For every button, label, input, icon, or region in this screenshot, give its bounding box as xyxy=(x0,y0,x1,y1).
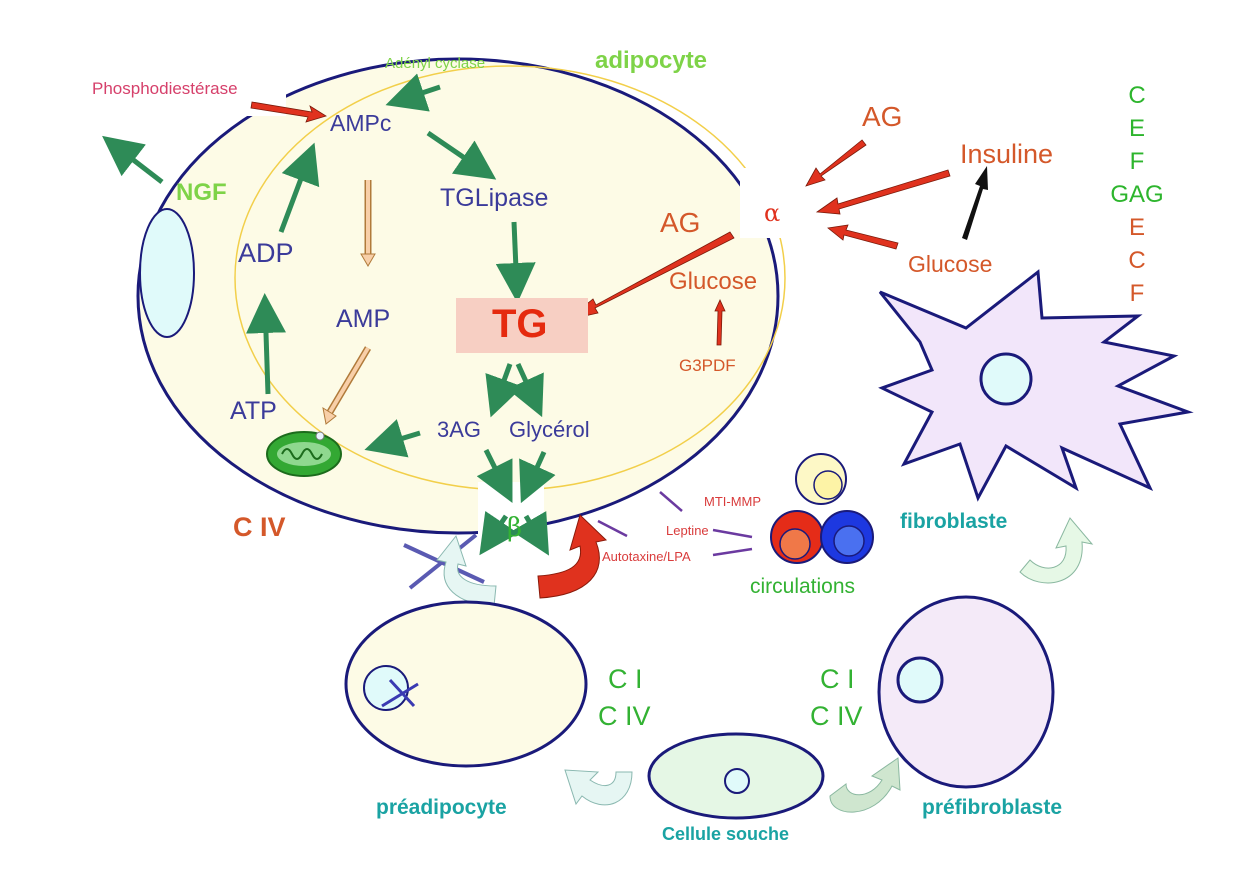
phosphodiesterase-label: Phosphodiestérase xyxy=(92,79,238,98)
arrow-beta-out-left xyxy=(479,510,519,556)
arrow-ampc-to-tglipase xyxy=(426,130,497,180)
glycerol-label: Glycérol xyxy=(509,417,590,442)
ci-right-label: C I xyxy=(820,664,855,694)
arrow-3ag-to-mito xyxy=(364,419,421,458)
tg-label: TG xyxy=(492,302,548,346)
prefibroblaste-label: préfibroblaste xyxy=(922,796,1063,819)
arrow-ag-outer-to-alpha xyxy=(805,139,867,187)
civ-left-label: C IV xyxy=(598,701,651,731)
arrow-glycerol-to-beta xyxy=(519,450,556,504)
c-iv-main-label: C IV xyxy=(233,512,286,542)
arrow-adp-to-ampc xyxy=(278,142,320,233)
preadipocyte-nucleus xyxy=(363,665,409,711)
arrow-tg-to-3ag xyxy=(485,363,524,418)
fibroblaste-nucleus xyxy=(979,352,1033,406)
cellule-souche-label: Cellule souche xyxy=(662,824,790,844)
preadipocyte-cell xyxy=(344,600,588,768)
circulation-cells xyxy=(770,453,874,564)
side-list-item: E xyxy=(1128,115,1145,142)
g3pdf-label: G3PDF xyxy=(679,356,736,375)
arrow-atp-to-adp xyxy=(245,293,286,395)
prefibroblaste-nucleus xyxy=(896,656,944,704)
beta-receptor-label: β xyxy=(507,513,523,543)
arrow-glucose-to-insuline xyxy=(962,166,988,240)
tglipase-label: TGLipase xyxy=(440,184,549,212)
glucose-inner-label: Glucose xyxy=(669,268,758,295)
civ-right-label: C IV xyxy=(810,701,863,731)
insuline-label: Insuline xyxy=(960,139,1054,169)
circulations-label: circulations xyxy=(750,575,856,598)
curved-arrow-to-prefibroblaste xyxy=(829,757,901,813)
autotaxine-lpa-label: Autotaxine/LPA xyxy=(602,549,691,564)
mitochondrion-icon xyxy=(266,431,342,477)
ag-outer-label: AG xyxy=(862,101,903,132)
mti-mmp-label: MTI-MMP xyxy=(704,494,762,509)
fibroblaste-cell xyxy=(878,269,1194,502)
arrow-insuline-to-alpha xyxy=(815,169,951,215)
arrow-glucose-to-alpha xyxy=(827,224,899,250)
3ag-label: 3AG xyxy=(437,417,482,442)
red-arrows xyxy=(250,101,951,346)
fibroblaste-label: fibroblaste xyxy=(900,510,1008,533)
side-list: C E F GAG E C F xyxy=(1100,84,1174,315)
preadipocyte-label: préadipocyte xyxy=(376,796,507,819)
ngf-label: NGF xyxy=(176,179,227,206)
side-list-item: C xyxy=(1128,247,1146,274)
ag-inner-label: AG xyxy=(660,207,701,238)
adipocyte-nucleus xyxy=(139,208,195,338)
adipocyte-label: adipocyte xyxy=(595,47,708,74)
adp-label: ADP xyxy=(238,238,294,268)
arrow-tg-to-glycerol xyxy=(507,362,544,418)
purple-arrows xyxy=(597,491,753,557)
side-list-item: GAG xyxy=(1110,181,1164,208)
leptine-label: Leptine xyxy=(666,523,709,538)
glucose-outer-label: Glucose xyxy=(908,251,993,277)
adenyl-cyclase-label: Adényl cyclase xyxy=(385,55,486,72)
arrow-g3pdf-to-glucose xyxy=(714,299,726,346)
side-list-item: C xyxy=(1128,82,1146,109)
curved-arrow-to-adipocyte xyxy=(436,534,497,607)
alpha-receptor-label: α xyxy=(764,199,781,227)
arrow-beta-out-right xyxy=(511,511,550,556)
arrow-tglipase-to-tg xyxy=(495,221,536,303)
curved-arrow-to-preadipocyte xyxy=(564,769,633,806)
arrow-adenyl-to-ampc xyxy=(385,73,441,112)
adipocyte-cell xyxy=(136,57,780,535)
prefibroblaste-cell xyxy=(877,595,1055,789)
side-list-item: F xyxy=(1129,148,1145,175)
arrow-3ag-to-beta xyxy=(476,448,513,503)
side-list-item: F xyxy=(1129,280,1145,307)
side-list-item: E xyxy=(1128,214,1145,241)
ci-left-label: C I xyxy=(608,664,643,694)
atp-label: ATP xyxy=(230,397,277,425)
ampc-label: AMPc xyxy=(330,110,392,136)
beige-arrows xyxy=(322,180,376,425)
membrane-gap-alpha xyxy=(740,168,816,238)
preadipocyte-cross-mark xyxy=(381,678,419,708)
arrow-phosphodiesterase xyxy=(250,101,327,123)
tg-highlight-box xyxy=(456,298,588,353)
cellule-souche-nucleus xyxy=(724,768,750,794)
curved-arrow-to-fibroblaste xyxy=(1019,517,1094,584)
red-curved-arrow xyxy=(537,514,608,599)
arrow-ngf-out xyxy=(102,135,164,184)
green-arrows xyxy=(102,73,556,556)
amp-label: AMP xyxy=(336,305,391,333)
